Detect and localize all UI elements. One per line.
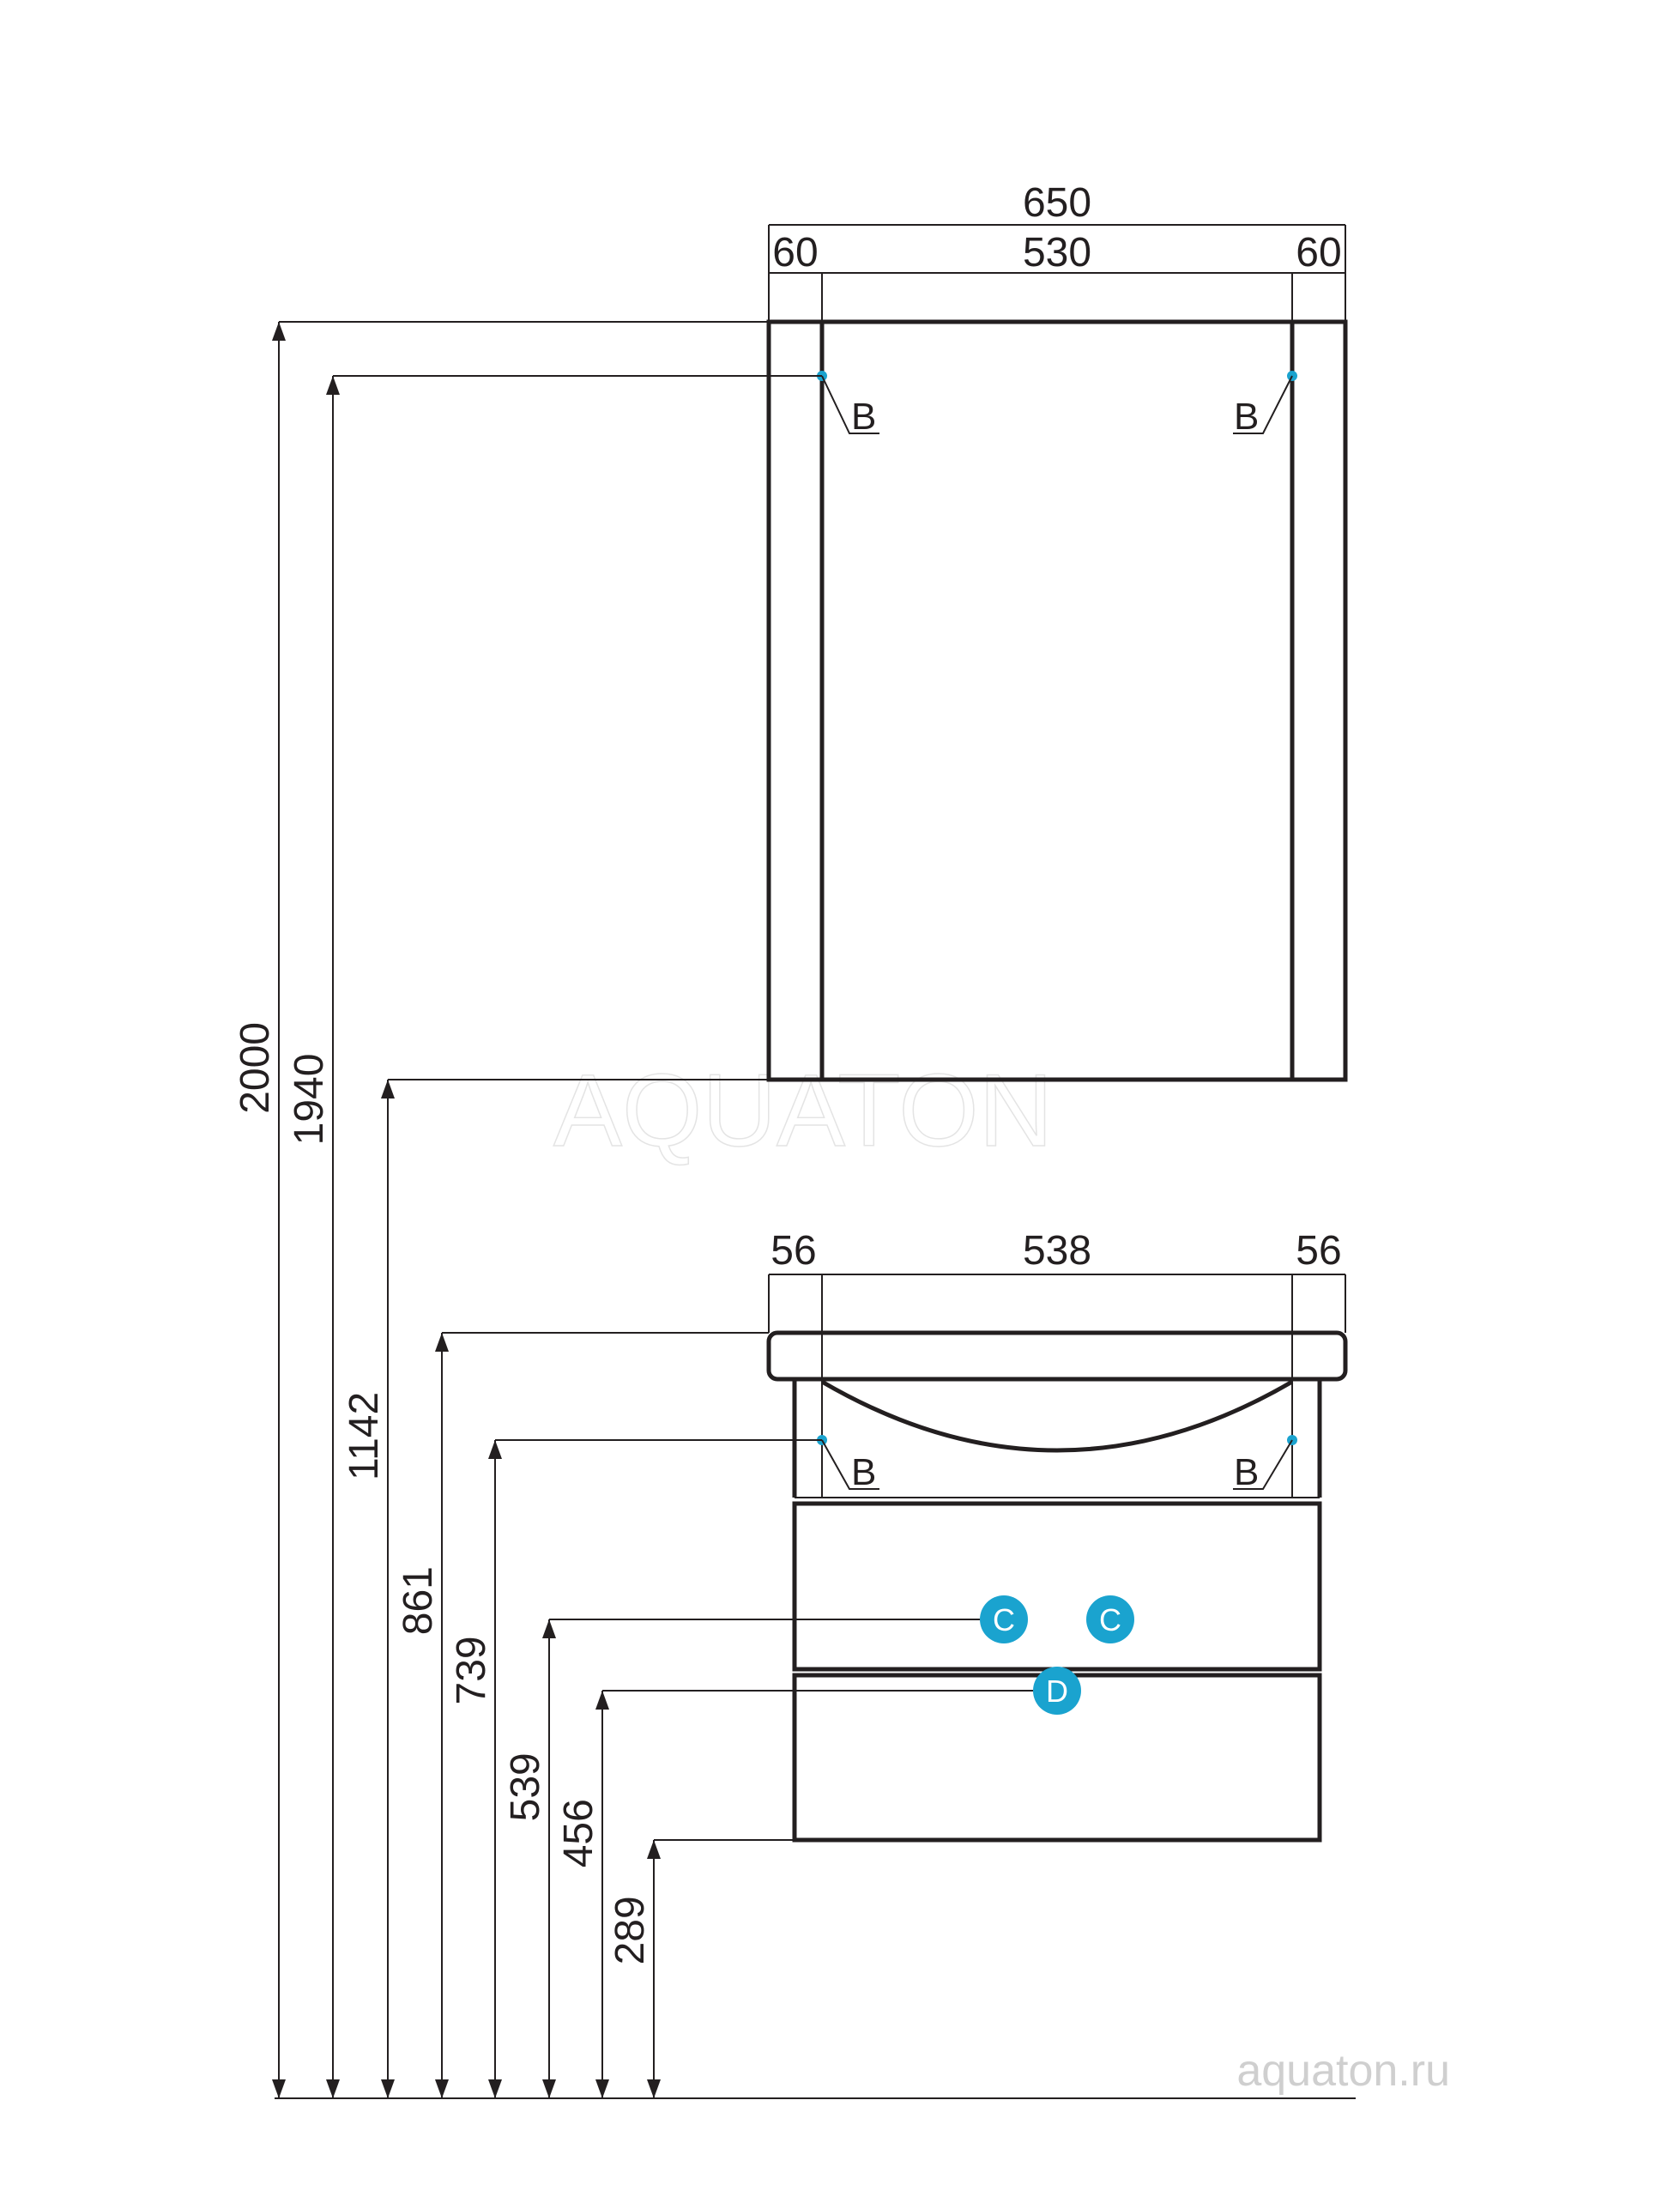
mirror-mount-points: B B xyxy=(817,371,1297,438)
height-label-289: 289 xyxy=(607,1896,653,1964)
cabinet-dimensions: 56 538 56 xyxy=(768,1228,1346,1333)
cabinet-right-side-label: 56 xyxy=(1296,1228,1341,1274)
height-dimension-289: 289 xyxy=(607,1839,795,2098)
connection-markers: C C D xyxy=(980,1595,1134,1715)
cabinet-mount-left-label: B xyxy=(851,1451,876,1493)
mirror-mount-left-label: B xyxy=(851,396,876,438)
website-label: aquaton.ru xyxy=(1236,2046,1450,2096)
washbasin-top xyxy=(766,1330,1348,1382)
mirror-frame xyxy=(766,319,1348,1082)
water-supply-label-2: C xyxy=(1099,1602,1121,1637)
height-dimension-456: 456 xyxy=(556,1690,1033,2098)
height-dimension-2000: 2000 xyxy=(233,321,769,2098)
drain-label: D xyxy=(1046,1673,1068,1709)
drawer-upper xyxy=(792,1501,1322,1672)
height-label-539: 539 xyxy=(503,1752,548,1821)
mirror-left-side-label: 60 xyxy=(772,230,818,275)
mirror-mount-right-label: B xyxy=(1234,396,1259,438)
water-supply-marker-2 xyxy=(1086,1595,1134,1643)
mirror-center-label: 530 xyxy=(1023,230,1091,275)
cabinet-mount-right-label: B xyxy=(1234,1451,1259,1493)
height-dimension-861: 861 xyxy=(396,1332,769,2098)
mirror-right-side-label: 60 xyxy=(1296,230,1341,275)
mirror-width-label: 650 xyxy=(1023,180,1091,226)
height-dimension-1142: 1142 xyxy=(341,1079,769,2098)
height-dimension-739: 739 xyxy=(449,1439,822,2098)
cabinet-left-side-label: 56 xyxy=(771,1228,816,1274)
water-supply-label-1: C xyxy=(993,1602,1015,1637)
height-label-739: 739 xyxy=(449,1636,494,1704)
height-label-2000: 2000 xyxy=(233,1022,278,1114)
height-dimension-1940: 1940 xyxy=(287,375,822,2098)
height-dimension-539: 539 xyxy=(503,1619,980,2098)
height-label-1940: 1940 xyxy=(287,1054,332,1146)
vanity-cabinet xyxy=(766,1330,1348,1843)
height-label-861: 861 xyxy=(396,1566,441,1635)
mirror-dimensions: 650 60 530 60 xyxy=(768,180,1346,322)
drain-marker xyxy=(1033,1667,1081,1715)
water-supply-marker-1 xyxy=(980,1595,1028,1643)
cabinet-mount-points: B B xyxy=(817,1435,1297,1493)
mirror xyxy=(766,319,1348,1082)
cabinet-center-label: 538 xyxy=(1023,1228,1091,1274)
height-label-456: 456 xyxy=(556,1799,601,1867)
watermark: AQUATON xyxy=(553,1053,1053,1168)
height-label-1142: 1142 xyxy=(341,1392,387,1480)
washbasin-bowl xyxy=(820,1379,1294,1453)
